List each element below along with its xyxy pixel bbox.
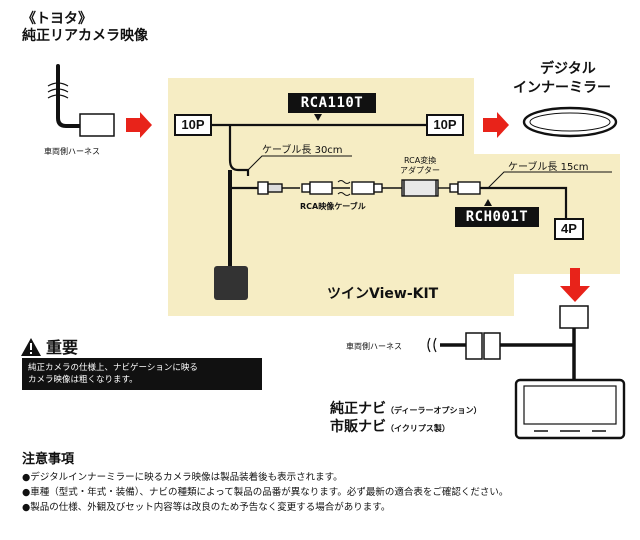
kit-name: ツインView-KIT — [327, 286, 439, 302]
market-navi: 市販ナビ（イクリプス製） — [330, 416, 450, 436]
market-navi-sub: （イクリプス製） — [386, 424, 450, 433]
mirror-line1: デジタル — [540, 61, 596, 77]
dealer-navi-main: 純正ナビ — [330, 401, 386, 417]
important-box: 純正カメラの仕様上、ナビゲーションに映る カメラ映像は粗くなります。 — [22, 358, 262, 390]
connector-10p-left: 10P — [174, 114, 212, 136]
wave-mark-2 — [337, 192, 351, 196]
connector-4p: 4P — [554, 218, 584, 240]
branch-cable-30 — [228, 125, 250, 176]
cable-coil — [47, 82, 69, 99]
cable-length-15-leader — [487, 171, 612, 189]
navi-connector-b — [483, 332, 501, 360]
part-number-sub: RCH001T — [455, 207, 539, 227]
notes-title: 注意事項 — [22, 452, 75, 467]
note-item: ●製品の仕様、外観及びセット内容等は改良のため予告なく変更する場合があります。 — [22, 502, 391, 513]
connector-10p-right: 10P — [426, 114, 464, 136]
important-line1: 純正カメラの仕様上、ナビゲーションに映る — [28, 363, 198, 373]
arrow-right-1 — [126, 112, 152, 138]
cable-length-30-leader — [247, 155, 352, 171]
harness-connector — [79, 113, 115, 137]
note-item: ●車種（型式・年式・装備）、ナビの種類によって製品の品番が異なります。必ず最新の… — [22, 487, 509, 498]
part-sub-pointer — [484, 199, 492, 206]
arrow-down — [560, 268, 590, 302]
dealer-navi-sub: （ディーラーオプション） — [386, 406, 482, 415]
important-line2: カメラ映像は粗くなります。 — [28, 375, 138, 385]
camera-harness-cable — [56, 64, 82, 128]
source-harness-label: 車両側ハーネス — [44, 147, 100, 156]
mirror-shape — [522, 106, 618, 138]
navi-monitor — [514, 378, 626, 440]
part-number-main: RCA110T — [288, 93, 376, 113]
wave-mark — [337, 180, 351, 184]
navi-connector-a — [465, 332, 483, 360]
important-title: 重要 — [46, 338, 79, 357]
part-main-pointer — [314, 114, 322, 121]
cable-length-15: ケーブル長 15cm — [508, 162, 589, 173]
mirror-line2: インナーミラー — [513, 80, 611, 96]
rca-video-cable-label: RCA映像ケーブル — [300, 202, 366, 211]
navi-top-connector — [559, 305, 589, 329]
market-navi-main: 市販ナビ — [330, 419, 386, 435]
navi-harness-label: 車両側ハーネス — [346, 342, 402, 351]
cable-length-30: ケーブル長 30cm — [262, 145, 343, 156]
arrow-right-2 — [483, 112, 509, 138]
navi-wiring — [427, 328, 576, 382]
black-unit — [214, 266, 248, 300]
dealer-navi: 純正ナビ（ディーラーオプション） — [330, 398, 481, 418]
rca-cable-chain — [230, 179, 568, 218]
rca-adapter-line1: RCA変換 — [404, 156, 437, 165]
note-item: ●デジタルインナーミラーに映るカメラ映像は製品装着後も表示されます。 — [22, 472, 343, 483]
notes-list: ●デジタルインナーミラーに映るカメラ映像は製品装着後も表示されます。 ●車種（型… — [22, 470, 508, 515]
source-title: 純正リアカメラ映像 — [22, 28, 148, 44]
kit-panel — [168, 78, 620, 316]
rca-adapter-line2: アダプター — [400, 166, 440, 175]
source-maker: 《トヨタ》 — [22, 11, 92, 27]
